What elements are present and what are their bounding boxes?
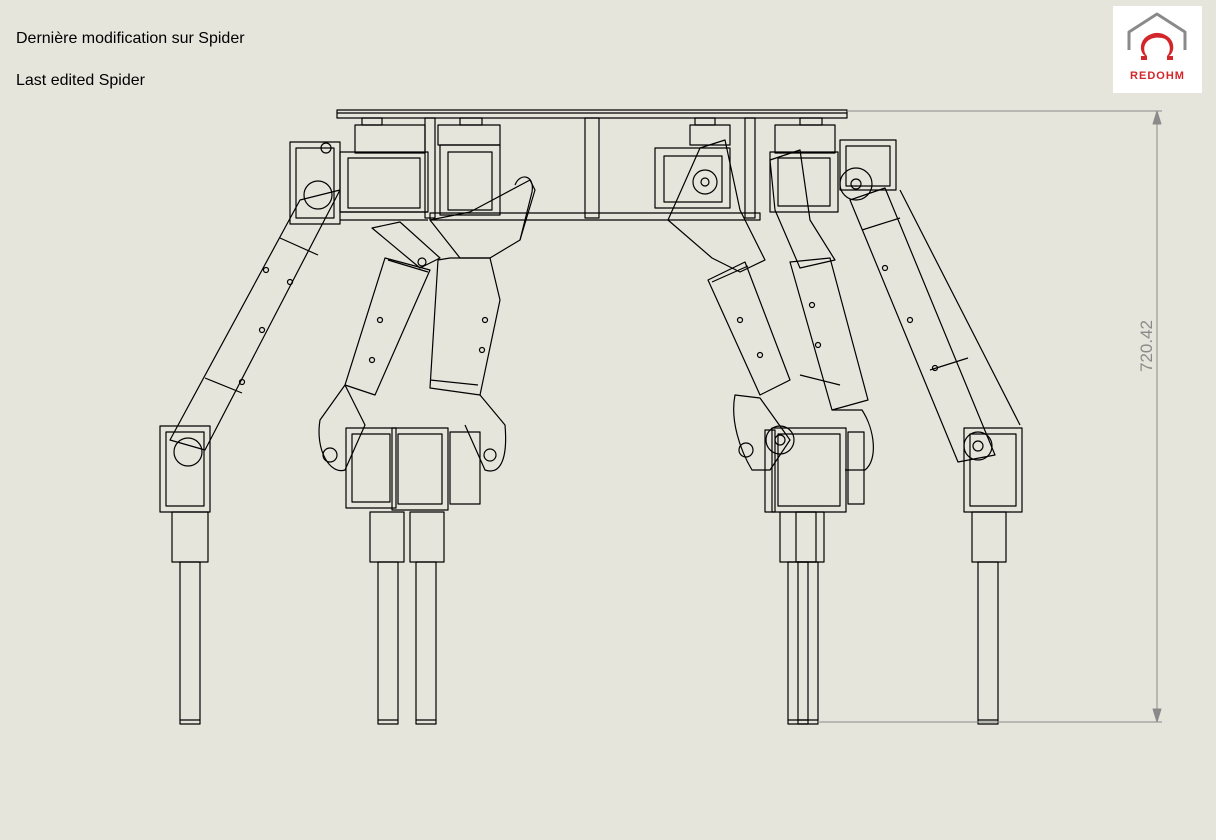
leg-right-middle-a xyxy=(667,139,817,725)
redohm-logo: REDOHM xyxy=(1113,6,1202,93)
leg-right-middle-b xyxy=(765,149,874,725)
omega-house-icon xyxy=(1127,12,1187,60)
leg-left-middle-a xyxy=(318,221,441,725)
top-servos xyxy=(339,117,839,221)
chassis xyxy=(336,109,848,221)
logo-text: REDOHM xyxy=(1130,70,1185,82)
caption-english: Last edited Spider xyxy=(16,72,145,89)
leg-far-right xyxy=(839,139,1023,725)
height-dimension xyxy=(818,110,1162,723)
caption-french: Dernière modification sur Spider xyxy=(16,30,245,47)
leg-far-left xyxy=(159,141,341,725)
leg-left-middle-b xyxy=(391,176,536,725)
height-dimension-label: 720.42 xyxy=(1137,320,1156,372)
